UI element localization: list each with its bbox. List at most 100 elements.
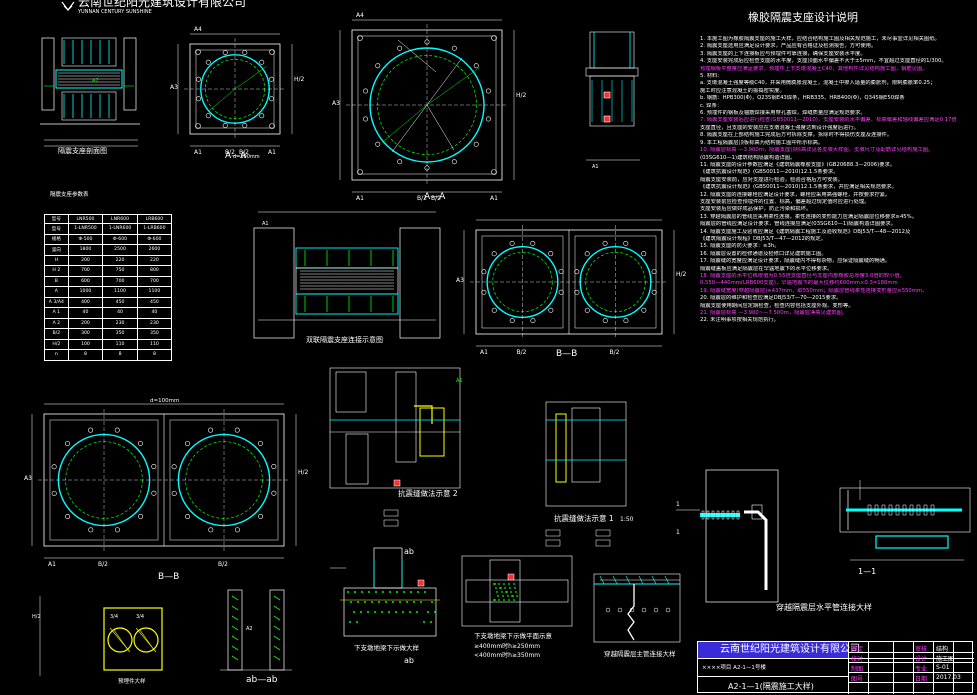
bearing-body xyxy=(55,69,123,89)
cad-line xyxy=(231,635,239,641)
footing-plan-h xyxy=(465,579,569,603)
hatch-dot xyxy=(347,591,350,594)
footing-plan xyxy=(461,555,573,627)
bolt xyxy=(548,307,554,313)
bolt xyxy=(222,49,228,55)
bolt xyxy=(623,240,629,246)
title-block-line xyxy=(953,642,954,694)
table-cell: 220 xyxy=(102,254,138,266)
bolt xyxy=(271,490,277,496)
caption-scale-1: 1:50 xyxy=(620,516,634,523)
hatch-dot xyxy=(498,599,500,601)
bolt xyxy=(185,514,191,520)
bolt xyxy=(491,251,497,257)
hatch-dot xyxy=(500,587,502,589)
pier-plate xyxy=(585,67,639,77)
table-cell: 600 xyxy=(67,275,104,287)
title-block-label: 制图 xyxy=(851,666,864,673)
title-block-line xyxy=(893,642,894,694)
cad-dim-text: H/2 xyxy=(676,271,687,278)
bolt xyxy=(574,289,580,295)
hatch-dot xyxy=(357,601,360,604)
table-cell: 规格 xyxy=(44,233,69,245)
cad-line xyxy=(426,57,463,106)
table-cell: 200 xyxy=(67,254,104,266)
bolt xyxy=(397,159,403,165)
pipe-ring xyxy=(902,504,907,516)
table-cell: 型号 xyxy=(44,223,69,235)
bolt xyxy=(665,607,671,613)
note-line: 13. 穿越隔震层的管线应采用柔性连接，柔性连接的变形能力应满足隔震层位移要求≥… xyxy=(700,213,918,220)
corner-bolt xyxy=(269,49,275,55)
note-line: 22. 未注明事项按相关规范执行。 xyxy=(700,317,779,324)
pipe-ring xyxy=(881,504,886,516)
bolt xyxy=(259,113,265,119)
table-cell: 200 xyxy=(67,317,104,329)
table-cell: 700 xyxy=(67,265,104,277)
bolt xyxy=(271,464,277,470)
bolt xyxy=(602,318,608,324)
table-cell: H xyxy=(44,254,69,266)
hatch-dot xyxy=(512,595,514,597)
marker-red xyxy=(507,573,515,581)
title-block-label: 图号 xyxy=(851,676,864,683)
label-ab-bot: ab xyxy=(404,656,414,665)
cad-dim-text: B/2 xyxy=(239,149,249,156)
hatch-dot xyxy=(514,587,516,589)
hatch-dot xyxy=(423,621,426,624)
pipe-ring xyxy=(923,504,928,516)
cad-dim-text: A3 xyxy=(332,100,340,107)
label-abab: ab—ab xyxy=(246,675,278,685)
bolt xyxy=(375,141,381,147)
pipe-ring xyxy=(711,510,715,520)
hatch-dot xyxy=(364,601,367,604)
bolt xyxy=(558,289,564,295)
left-column xyxy=(253,227,295,339)
cad-line xyxy=(391,104,428,153)
bolt xyxy=(88,427,94,433)
title-block-line xyxy=(848,682,974,683)
cad-line xyxy=(231,605,239,611)
bolt xyxy=(208,527,214,533)
design-notes: 1. 本施工图为橡胶隔震支座的施工大样，应结合结构施工图及相关规范施工，未尽事宜… xyxy=(700,36,972,325)
pipe-ring xyxy=(726,510,730,520)
wall-core xyxy=(571,407,601,483)
bolt xyxy=(548,251,554,257)
bolt xyxy=(397,45,403,51)
table-cell: 350 xyxy=(102,328,138,340)
wall-detail-frame xyxy=(329,367,461,489)
note-line: 14. 隔震支座施工及验收应满足《建筑隔震工程施工及验收规范》DBJ53/T—4… xyxy=(700,228,911,235)
hatch-dot xyxy=(382,591,385,594)
notes-title: 橡胶隔震支座设计说明 xyxy=(748,11,858,24)
title-block-label: 审定 xyxy=(851,646,864,653)
cad-line xyxy=(207,88,236,112)
cad-line xyxy=(273,645,281,651)
wall-box xyxy=(335,371,367,413)
cad-dim-text: B/2 xyxy=(218,561,228,568)
title-block-value: 2017.03 xyxy=(936,674,961,681)
hatch-dot xyxy=(354,591,357,594)
caption-pipe-horizontal: 穿越隔震层水平管连接大样 xyxy=(776,603,872,612)
table-header-cell: 型号 xyxy=(44,214,69,224)
cad-line xyxy=(234,66,267,90)
cad-dim-text: H/2 xyxy=(294,76,305,83)
pipe-1-1-frame xyxy=(839,487,971,533)
bolt xyxy=(363,116,369,122)
bolt xyxy=(530,240,536,246)
title-block-line xyxy=(698,658,974,659)
table-cell: 220 xyxy=(136,254,173,266)
hatch-dot xyxy=(508,583,510,585)
hatch-dot xyxy=(360,611,363,614)
pipe-ring xyxy=(930,504,935,516)
bolt xyxy=(195,76,201,82)
hatch-dot xyxy=(503,583,505,585)
hatch-dot xyxy=(402,611,405,614)
table-cell: A xyxy=(44,286,69,298)
hatch-dot xyxy=(374,611,377,614)
table-cell: 400 xyxy=(67,296,104,308)
bolt xyxy=(205,113,211,119)
table-cell: 100 xyxy=(67,338,104,350)
